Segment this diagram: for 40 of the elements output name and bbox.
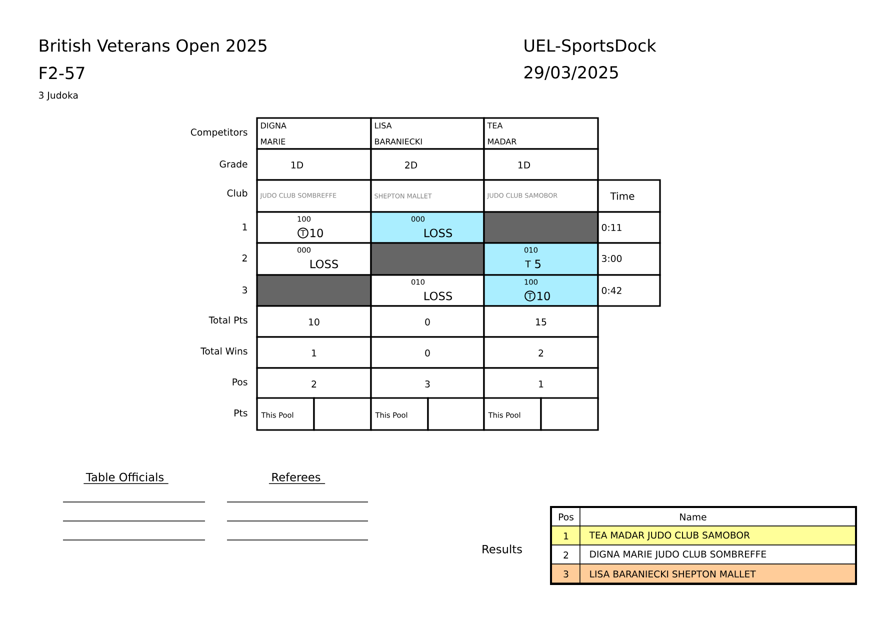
row-label: Total Wins: [200, 347, 248, 355]
table-cell: 3: [370, 367, 485, 400]
table-cell: 1D: [256, 148, 372, 181]
heading: Table Officials: [86, 472, 164, 482]
heading: Referees: [272, 472, 320, 482]
table-cell: 1: [483, 367, 599, 400]
row-label: Club: [227, 189, 248, 197]
table-cell: 0:42: [597, 274, 661, 307]
table-cell: DIGNA MARIE: [256, 117, 372, 150]
table-cell: Time: [597, 179, 661, 213]
table-cell: 2: [550, 544, 580, 564]
table-cell: 0: [370, 336, 485, 369]
table-cell: 2: [483, 336, 599, 369]
table-cell: 0: [370, 305, 485, 338]
venue: UEL-SportsDock: [524, 38, 656, 56]
table-cell: LISA BARANIECKI: [370, 117, 485, 150]
date: 29/03/2025: [524, 66, 618, 80]
table-cell: 3: [550, 564, 580, 584]
competitor-count: 3 Judoka: [38, 92, 78, 100]
row-label: Total Pts: [208, 316, 248, 324]
row-label: 1: [242, 224, 247, 230]
row-label: Grade: [220, 160, 248, 168]
table-cell: 1: [256, 336, 372, 369]
results-label: Results: [482, 544, 522, 554]
row-label: 3: [242, 286, 247, 294]
table-cell: 2: [256, 367, 372, 400]
title: British Veterans Open 2025: [40, 38, 266, 56]
table-cell: 0:11: [597, 211, 661, 244]
table-cell: 3:00: [597, 242, 661, 276]
table-cell: TEA MADAR: [483, 117, 599, 150]
row-label: Competitors: [190, 128, 248, 138]
event-code: F2-57: [40, 66, 84, 80]
row-label: Pos: [232, 378, 248, 386]
row-label: Pts: [234, 410, 248, 416]
table-cell: 1D: [483, 148, 599, 181]
table-cell: 15: [483, 305, 599, 338]
table-cell: 10: [256, 305, 372, 338]
table-cell: 2D: [370, 148, 485, 181]
table-cell: 1: [550, 526, 580, 546]
row-label: 2: [242, 254, 247, 262]
